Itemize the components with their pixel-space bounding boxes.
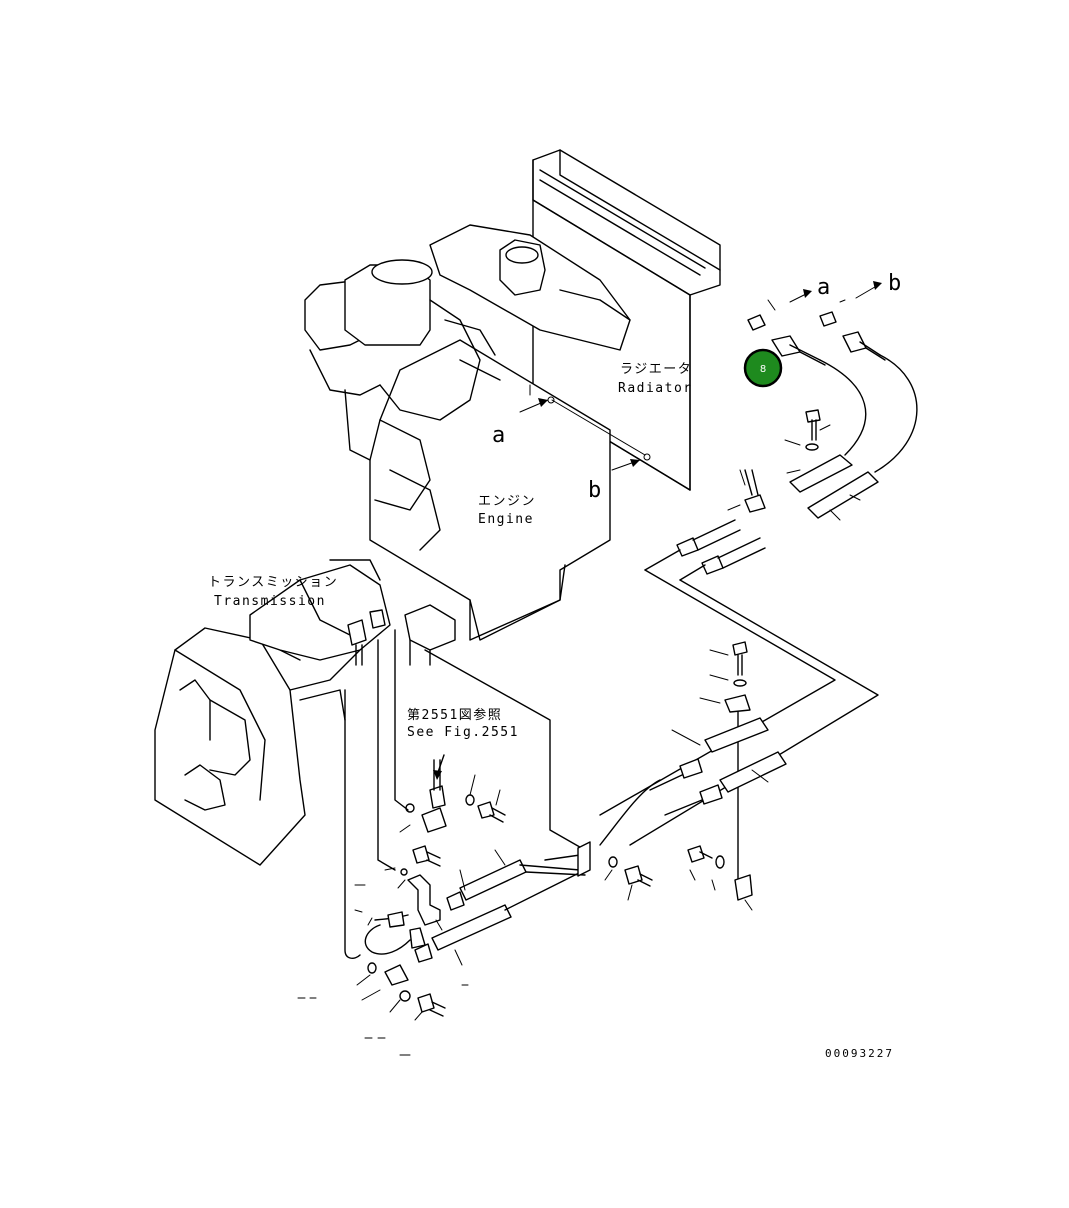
marker-a-radiator: a (817, 275, 830, 300)
engine-label-jp: エンジン (478, 494, 536, 509)
transmission (154, 559, 391, 866)
callout-badge-8[interactable]: 8 (743, 348, 783, 388)
transmission-label-jp: トランスミッション (208, 575, 338, 590)
drawing-code: 00093227 (825, 1047, 894, 1060)
radiator-label-jp: ラジエータ (620, 362, 692, 377)
mid-connectors (599, 519, 879, 846)
transmission-label-en: Transmission (214, 594, 326, 609)
mount-bracket (404, 604, 456, 666)
connection-pointers-engine (519, 384, 651, 471)
see-fig-label-en: See Fig.2551 (407, 725, 519, 740)
lower-right-parts (649, 641, 787, 911)
diagram-labels: ラジエータ Radiator エンジン Engine トランスミッション Tra… (208, 271, 901, 1060)
radiator-label-en: Radiator (618, 381, 693, 396)
see-fig-label-jp: 第2551図参照 (407, 707, 502, 723)
callout-badge-number[interactable]: 8 (760, 364, 766, 375)
engine-label-en: Engine (478, 512, 534, 527)
marker-b-radiator: b (888, 271, 901, 296)
engine (304, 224, 631, 641)
callout-badge-circle[interactable] (743, 348, 783, 388)
left-tubes (297, 469, 746, 1056)
connection-pointers-right (767, 281, 882, 311)
marker-b-engine: b (588, 478, 601, 503)
marker-a-engine: a (492, 423, 505, 448)
upper-hoses (727, 311, 918, 521)
